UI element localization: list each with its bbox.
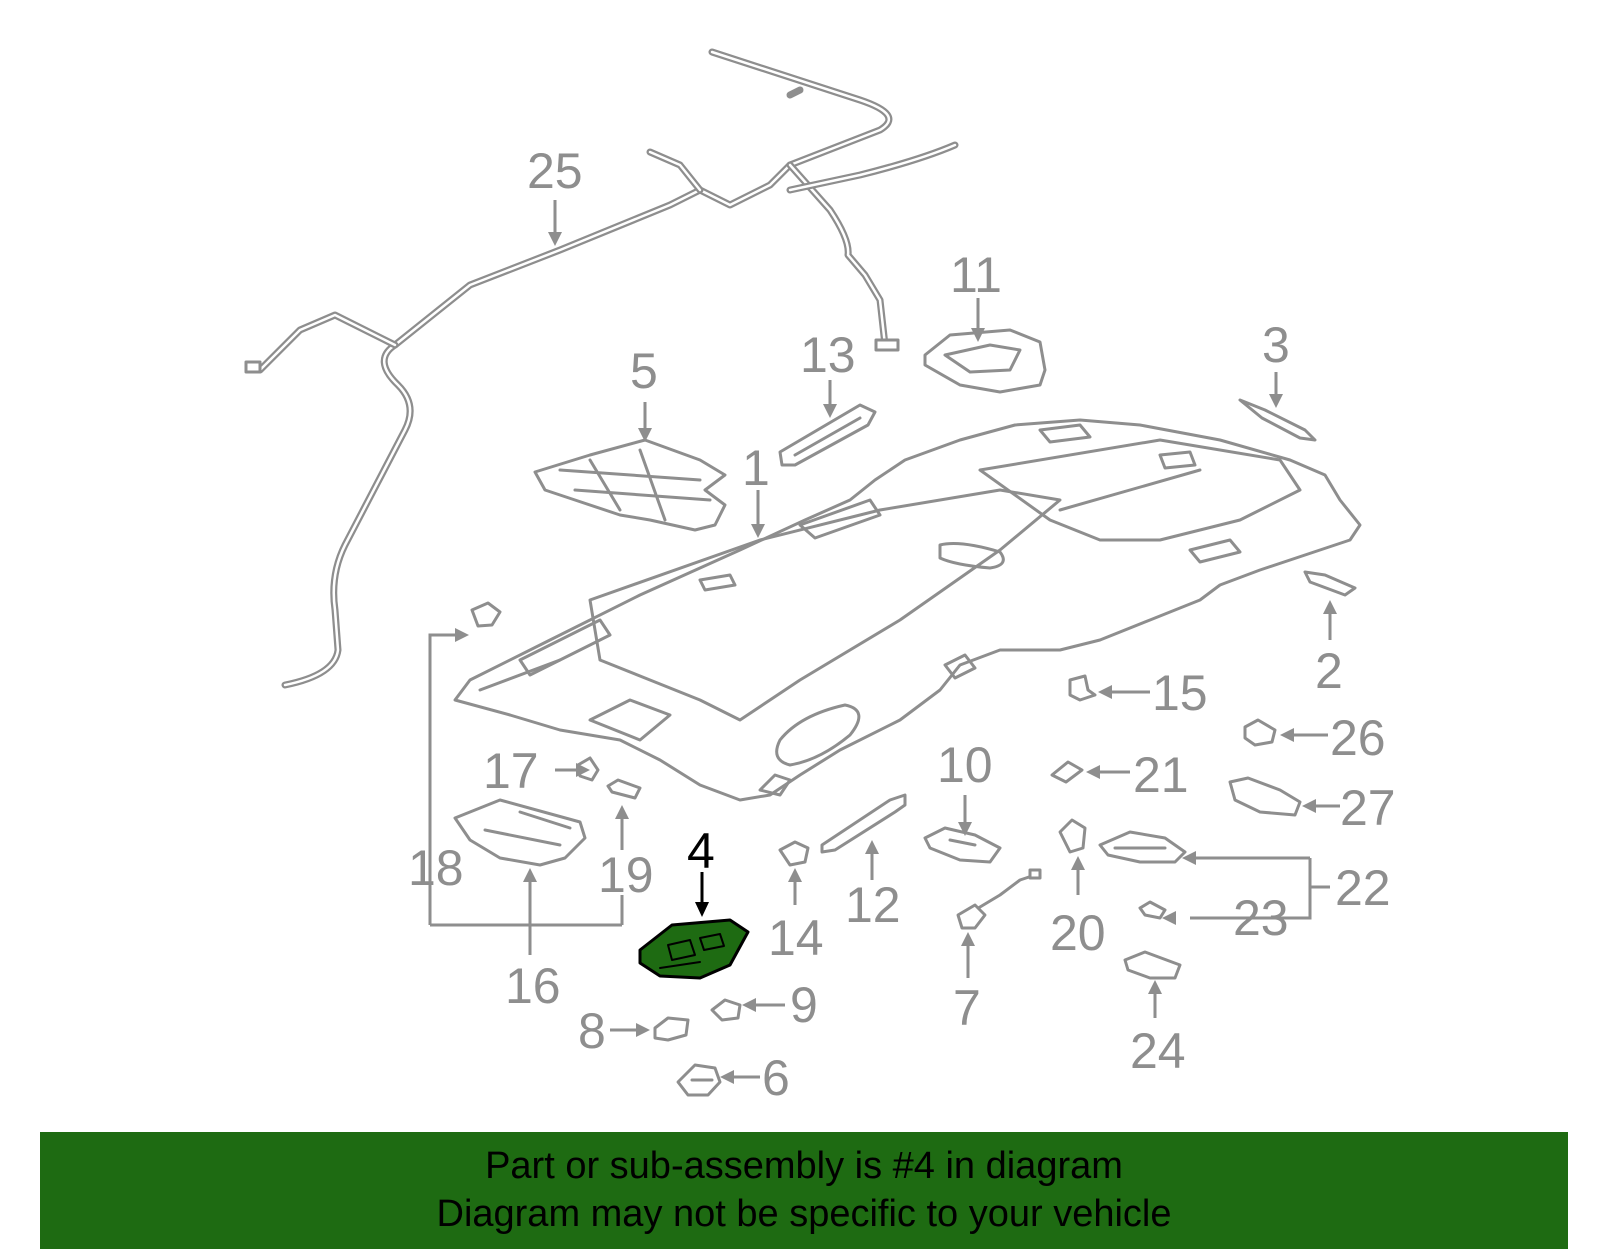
part-15-clip <box>1068 674 1097 702</box>
callout-9: 9 <box>790 977 818 1033</box>
callout-labels: 25 11 3 13 5 1 2 15 26 21 27 22 23 20 24… <box>408 143 1396 1106</box>
callout-16: 16 <box>505 958 561 1014</box>
part-27-lamp <box>1228 776 1302 817</box>
callout-26: 26 <box>1330 710 1386 766</box>
callout-6: 6 <box>762 1050 790 1106</box>
part-6-bulb-socket <box>676 1063 722 1097</box>
leader-4-highlighted <box>695 872 709 917</box>
parts-diagram: 25 11 3 13 5 1 2 15 26 21 27 22 23 20 24… <box>244 48 1396 1106</box>
callout-18: 18 <box>408 840 464 896</box>
part-22-lamp <box>1098 830 1187 864</box>
callout-5: 5 <box>630 343 658 399</box>
part-8-clip <box>653 1016 690 1042</box>
part-7-socket-harness <box>956 868 1042 930</box>
part-23-bulb <box>1138 900 1167 920</box>
part-1-headliner <box>453 418 1362 802</box>
callout-12: 12 <box>845 877 901 933</box>
part-9-clip <box>710 998 742 1022</box>
callout-24: 24 <box>1130 1023 1186 1079</box>
part-10-lamp <box>923 826 1002 864</box>
part-24-lens <box>1123 950 1182 980</box>
callout-20: 20 <box>1050 905 1106 961</box>
part-4-dome-lamp-highlighted <box>638 918 750 980</box>
callout-13: 13 <box>800 327 856 383</box>
leader-lines <box>428 200 1340 1084</box>
callout-25: 25 <box>527 143 583 199</box>
callout-1: 1 <box>742 440 770 496</box>
callout-2: 2 <box>1315 643 1343 699</box>
part-16-sunvisor <box>453 798 587 867</box>
part-21-clip <box>1050 760 1084 784</box>
callout-21: 21 <box>1133 747 1189 803</box>
callout-8: 8 <box>578 1003 606 1059</box>
banner-line-2: Diagram may not be specific to your vehi… <box>436 1193 1172 1235</box>
callout-10: 10 <box>937 737 993 793</box>
callout-19: 19 <box>598 847 654 903</box>
callout-7: 7 <box>953 980 981 1036</box>
callout-14: 14 <box>768 910 824 966</box>
part-26-clip <box>1243 718 1277 747</box>
part-20-clip <box>1058 818 1087 854</box>
callout-27: 27 <box>1340 780 1396 836</box>
part-14-clip <box>778 840 810 867</box>
info-banner: Part or sub-assembly is #4 in diagram Di… <box>40 1132 1568 1249</box>
part-11-console <box>923 328 1047 394</box>
banner-line-1: Part or sub-assembly is #4 in diagram <box>485 1145 1123 1187</box>
callout-15: 15 <box>1152 665 1208 721</box>
callout-4-highlighted: 4 <box>687 823 715 879</box>
part-12-grab-handle <box>820 793 907 854</box>
part-3-clip <box>1238 398 1317 442</box>
callout-17: 17 <box>483 743 539 799</box>
part-18-clip <box>470 601 502 628</box>
callout-23: 23 <box>1233 890 1289 946</box>
part-5-bracket <box>533 438 727 532</box>
callout-22: 22 <box>1335 860 1391 916</box>
callout-11: 11 <box>950 247 1002 303</box>
part-13-bracket <box>778 403 877 467</box>
callout-3: 3 <box>1262 317 1290 373</box>
part-19-pin <box>606 778 642 800</box>
part-25-wiring-harness <box>244 48 959 689</box>
part-2-clip <box>1303 570 1357 597</box>
